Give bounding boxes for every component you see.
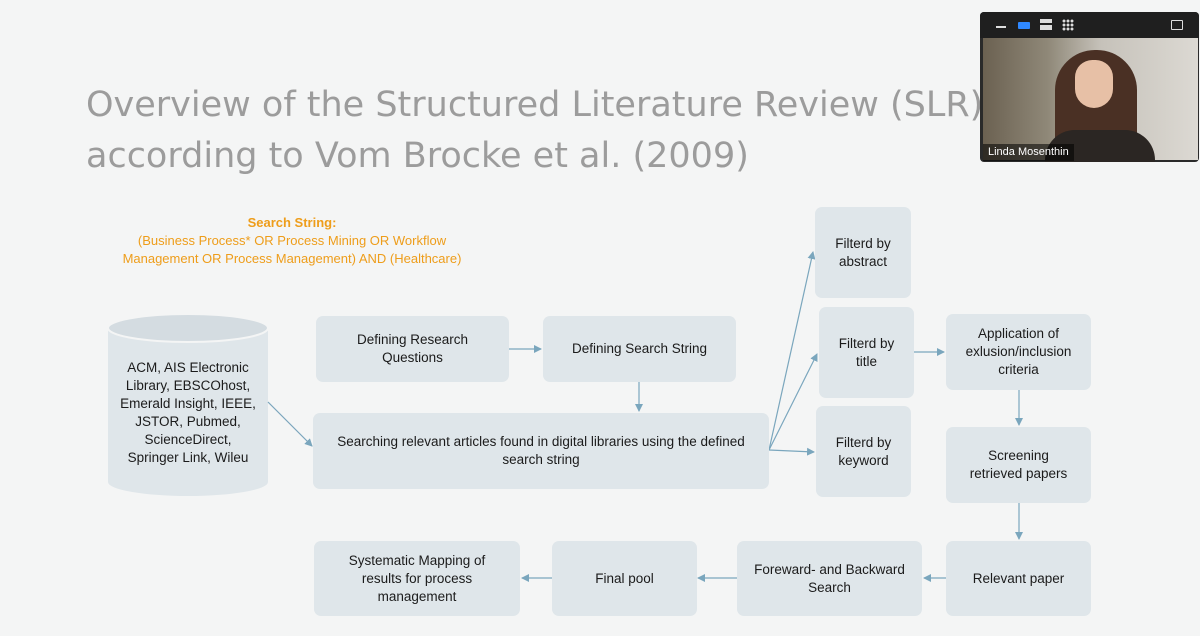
node-label: Systematic Mapping of results for process… [349,552,486,606]
database-name-line: Springer Link, Wileu [127,450,249,465]
minimize-icon[interactable] [996,26,1006,28]
arrow-searching-to-title [768,353,818,451]
slide-title-line-1: Overview of the Structured Literature Re… [86,85,984,125]
node-label-line: Foreward- and Backward [754,561,905,577]
node-label: Filterd by keyword [836,434,892,470]
search-string-note: Search String: (Business Process* OR Pro… [102,214,482,268]
search-string-line-2: Management OR Process Management) AND (H… [122,251,462,266]
node-label: Final pool [595,570,654,588]
video-toolbar [980,12,1199,38]
database-name-line: Library, EBSCOhost, [125,378,251,393]
node-label-line: Defining Research [356,332,469,347]
grid-view-icon[interactable] [1062,19,1074,31]
node-label-line: results for process [361,570,473,586]
node-label-line: abstract [838,253,888,269]
node-label: Relevant paper [973,570,1065,588]
node-relevant-paper: Relevant paper [946,541,1091,616]
database-cylinder [107,313,269,496]
arrow-database-to-searching [267,401,313,447]
node-label-line: Defining Search String [571,341,708,356]
database-name-line: ScienceDirect, [144,432,232,447]
node-label-line: Filterd by [835,235,891,251]
node-label-line: keyword [838,452,889,468]
node-filtered-by-abstract: Filterd by abstract [815,207,911,298]
search-string-label: Search String: [247,215,337,230]
arrow-searching-to-abstract [768,251,816,451]
node-application-of-criteria: Application of exlusion/inclusion criteria [946,314,1091,390]
node-label: Screening retrieved papers [970,447,1068,483]
node-defining-search-string: Defining Search String [543,316,736,382]
arrow-searching-to-keyword [768,447,815,456]
node-label-line: Final pool [595,570,654,586]
participant-face-shape [1075,60,1113,108]
participant-name: Linda Mosenthin [983,144,1074,161]
node-label-line: exlusion/inclusion [965,344,1072,359]
node-label-line: Questions [382,350,443,365]
database-name-line: JSTOR, Pubmed, [135,414,241,429]
node-systematic-mapping: Systematic Mapping of results for process… [314,541,520,616]
node-label-line: Filterd by [838,335,895,351]
node-label-line: title [855,353,877,369]
search-string-line-1: (Business Process* OR Process Mining OR … [137,233,447,248]
node-label-line: Application of [977,326,1060,341]
node-label-line: Searching relevant articles found in dig… [337,434,745,449]
node-label: Defining Search String [572,340,707,358]
node-label-line: search string [502,452,580,467]
node-searching-articles: Searching relevant articles found in dig… [313,413,769,489]
database-name-line: ACM, AIS Electronic [127,360,249,375]
speaker-view-icon[interactable] [1018,22,1030,29]
node-label: Filterd by abstract [835,235,891,271]
node-label-line: criteria [998,362,1039,377]
node-label: Filterd by title [839,335,895,371]
node-label-line: Relevant paper [972,570,1065,586]
node-filtered-by-title: Filterd by title [819,307,914,398]
node-label: Application of exlusion/inclusion criteria [966,325,1072,379]
node-label-line: Systematic Mapping of [348,552,486,568]
node-label-line: retrieved papers [969,466,1068,481]
database-name-line: Emerald Insight, IEEE, [120,396,256,411]
node-label-line: Screening [988,448,1049,463]
slide-title: Overview of the Structured Literature Re… [86,80,983,182]
node-label-line: Filterd by [835,434,892,450]
node-label-line: Search [808,579,851,595]
strip-view-icon[interactable] [1040,19,1052,30]
node-final-pool: Final pool [552,541,697,616]
participant-video [983,38,1198,162]
video-panel: Linda Mosenthin [980,12,1199,162]
node-label: Searching relevant articles found in dig… [337,433,745,469]
node-label-line: management [377,588,457,604]
expand-icon[interactable] [1171,20,1183,30]
slide-title-line-2: according to Vom Brocke et al. (2009) [86,136,749,176]
node-filtered-by-keyword: Filterd by keyword [816,406,911,497]
node-screening-retrieved-papers: Screening retrieved papers [946,427,1091,503]
